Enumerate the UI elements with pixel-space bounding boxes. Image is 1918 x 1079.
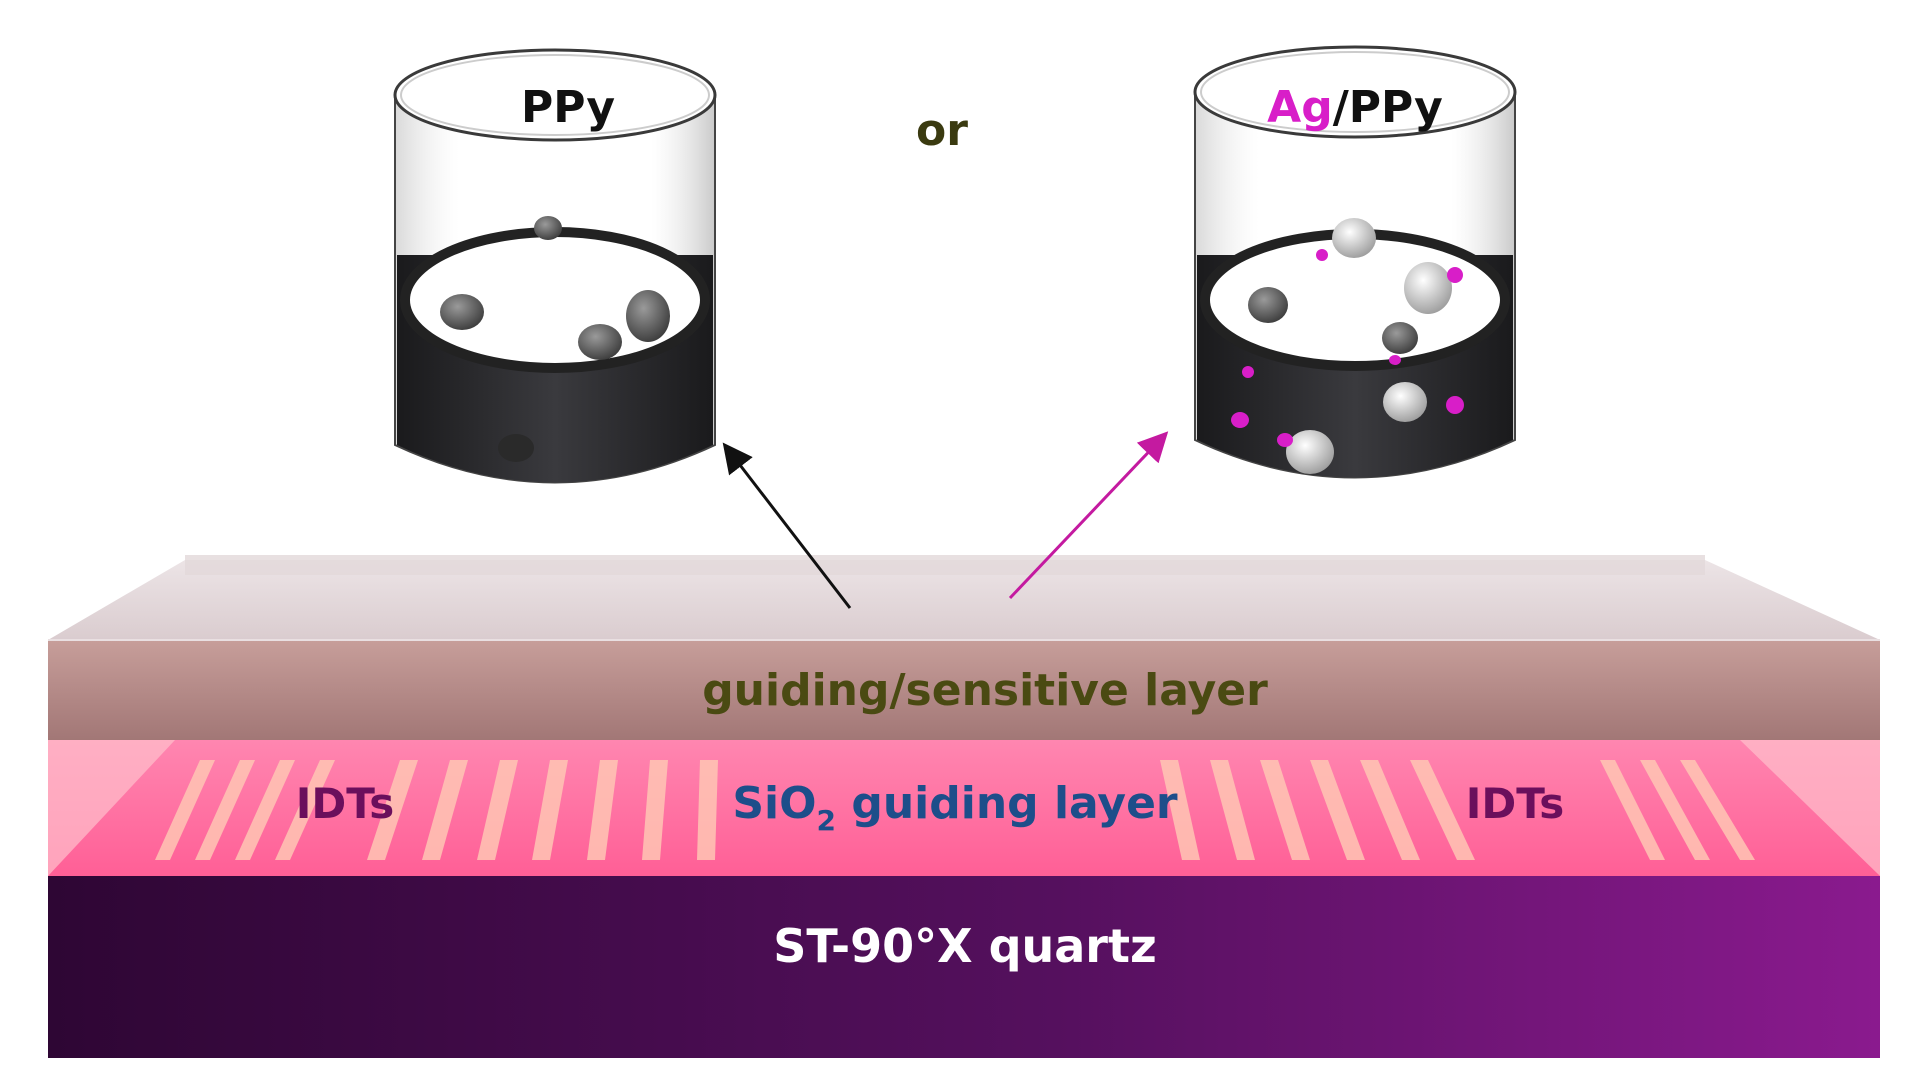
ag-label: Ag xyxy=(1267,82,1333,133)
sensitive-layer-top xyxy=(48,560,1880,640)
ag-ppy-label: Ag/PPy xyxy=(1267,82,1443,133)
sio2-layer-top-right xyxy=(1740,740,1880,876)
arrow-to-ag-ppy xyxy=(1008,431,1169,600)
idt-electrodes-left xyxy=(155,760,718,860)
idt-label-left: IDTs xyxy=(296,779,395,828)
beaker-ag-ppy xyxy=(1193,45,1517,479)
quartz-substrate-label: ST-90°X quartz xyxy=(773,919,1157,973)
arrow-to-ppy xyxy=(722,442,852,609)
or-label: or xyxy=(916,105,968,156)
sio2-layer-label: SiO2 guiding layer xyxy=(732,778,1178,837)
sensitive-layer-front xyxy=(48,640,1880,740)
idt-electrodes-right xyxy=(1160,760,1755,860)
idt-label-right: IDTs xyxy=(1466,779,1565,828)
ppy-label: PPy xyxy=(521,82,615,133)
sio2-layer-top-left xyxy=(48,740,175,876)
sio2-prefix: SiO xyxy=(732,778,816,829)
sensitive-layer-back xyxy=(185,555,1705,575)
sensitive-layer-label: guiding/sensitive layer xyxy=(702,665,1268,716)
sio2-subscript: 2 xyxy=(817,804,836,837)
beaker-ppy xyxy=(393,48,717,484)
quartz-substrate xyxy=(48,876,1880,1058)
ppy-suffix-label: /PPy xyxy=(1333,82,1443,133)
sio2-suffix: guiding layer xyxy=(836,778,1178,829)
